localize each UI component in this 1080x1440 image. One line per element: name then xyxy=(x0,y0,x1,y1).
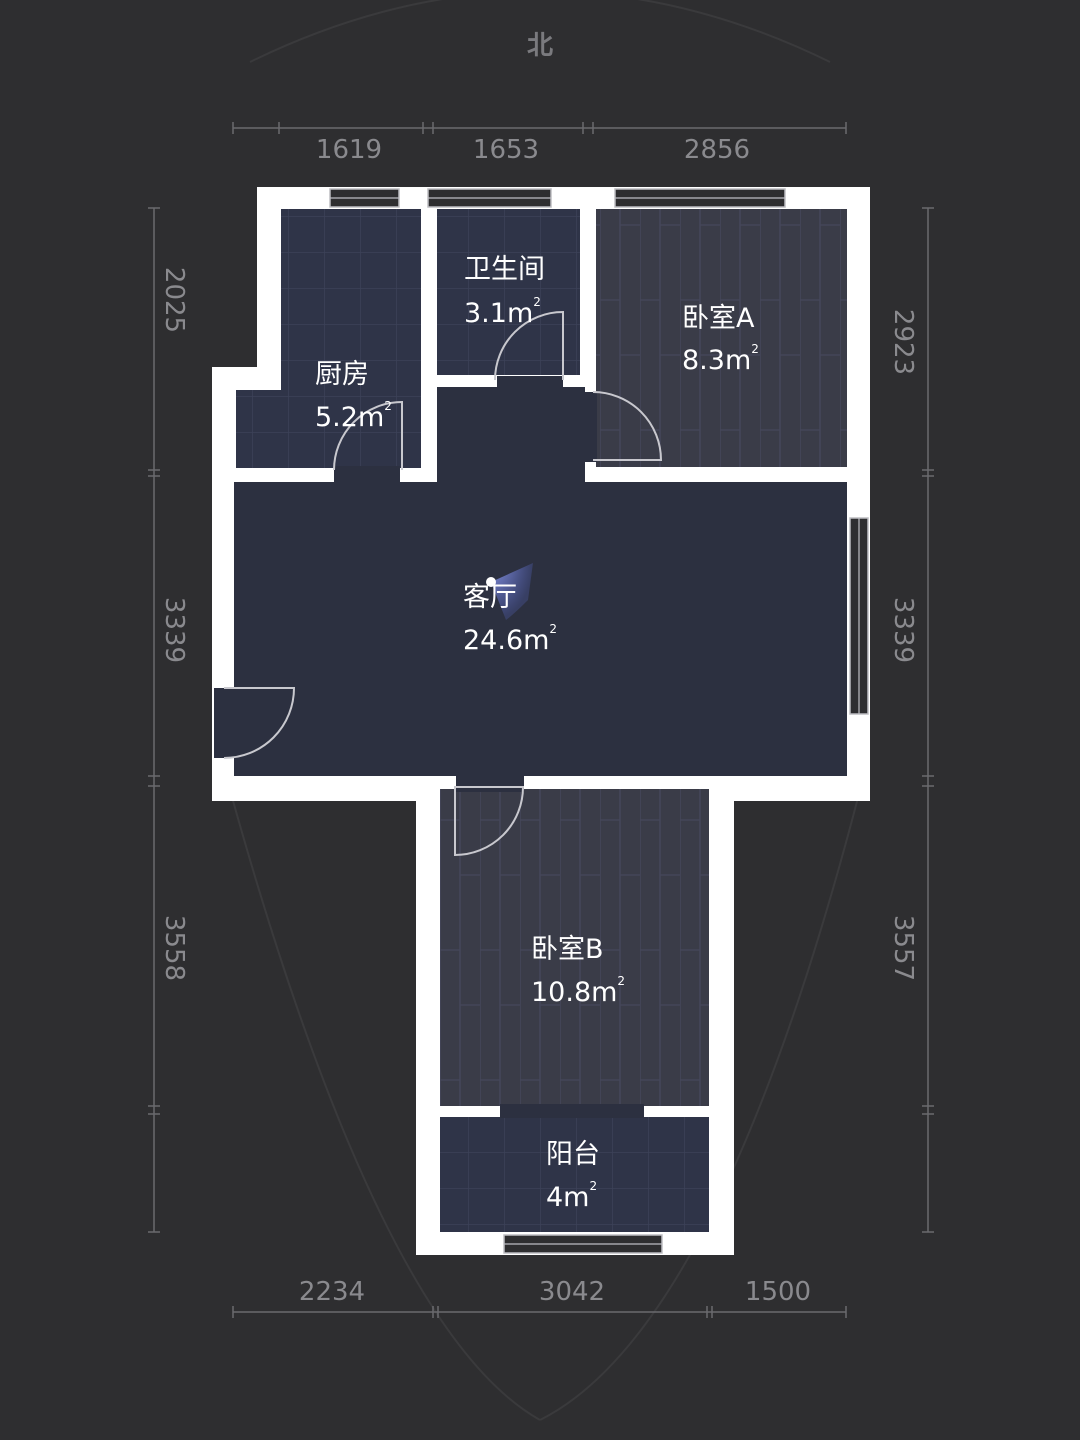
room-label-bathroom[interactable]: 卫生间 3.1m2 xyxy=(464,254,545,329)
bathroom-area: 3.1m2 xyxy=(464,295,541,329)
kitchen-floor xyxy=(236,209,421,468)
kitchen-name: 厨房 xyxy=(315,359,369,390)
dim-right-2: 3339 xyxy=(888,597,918,663)
room-label-bedroom-a[interactable]: 卧室A 8.3m2 xyxy=(682,303,759,376)
bedroom-b-floor xyxy=(440,789,709,1106)
bathroom-floor xyxy=(437,209,580,375)
door-swings xyxy=(223,310,663,857)
window-lines xyxy=(330,197,860,1245)
balcony-floor xyxy=(440,1117,709,1232)
room-label-kitchen[interactable]: 厨房 5.2m2 xyxy=(315,359,392,433)
camera-viewpoint[interactable] xyxy=(486,563,533,620)
bathroom-name: 卫生间 xyxy=(464,254,545,285)
corridor-floor xyxy=(437,387,585,482)
dim-left-3: 3558 xyxy=(159,915,189,981)
bedroom-b-area: 10.8m2 xyxy=(531,974,625,1008)
bedroom-a-area: 8.3m2 xyxy=(682,342,759,376)
room-label-living[interactable]: 客厅 24.6m2 xyxy=(463,582,557,656)
dim-right-1: 2923 xyxy=(888,309,918,375)
living-name: 客厅 xyxy=(463,582,517,613)
room-label-balcony[interactable]: 阳台 4m2 xyxy=(546,1139,600,1213)
dim-top-2: 1653 xyxy=(473,135,539,165)
bedroom-b-name: 卧室B xyxy=(531,934,604,965)
dim-bottom-1: 2234 xyxy=(299,1277,365,1307)
dim-left-2: 3339 xyxy=(159,597,189,663)
compass-label: 北 xyxy=(527,31,553,61)
dim-left-1: 2025 xyxy=(159,267,189,333)
bedroom-a-name: 卧室A xyxy=(682,303,755,334)
dim-right-3: 3557 xyxy=(888,915,918,981)
balcony-area: 4m2 xyxy=(546,1179,597,1213)
dim-bottom-2: 3042 xyxy=(539,1277,605,1307)
room-floors xyxy=(234,209,847,1232)
balcony-name: 阳台 xyxy=(546,1139,600,1170)
living-area: 24.6m2 xyxy=(463,622,557,656)
dim-top-3: 2856 xyxy=(684,135,750,165)
dim-bottom-3: 1500 xyxy=(745,1277,811,1307)
kitchen-area: 5.2m2 xyxy=(315,399,392,433)
dim-top-1: 1619 xyxy=(316,135,382,165)
dimension-lines xyxy=(148,122,934,1318)
living-floor xyxy=(234,482,847,776)
room-label-bedroom-b[interactable]: 卧室B 10.8m2 xyxy=(531,934,625,1008)
bedroom-a-floor xyxy=(596,209,847,467)
